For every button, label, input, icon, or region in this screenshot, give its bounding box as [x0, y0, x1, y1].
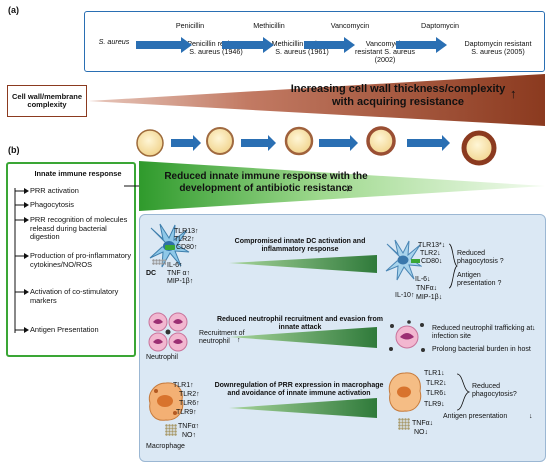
timeline-strain-2: Methicillin resistant S. aureus (1961): [271, 39, 333, 56]
neutrophil-cluster-icon: [148, 312, 188, 352]
timeline-arrow-3: [304, 37, 355, 53]
dc-il10: IL-10↑: [395, 292, 415, 299]
innate-item: Activation of co-stimulatory markers: [30, 287, 119, 305]
macrophage-marker: TLR9↑: [176, 409, 197, 416]
timeline-drug-1: Penicillin: [175, 21, 205, 30]
innate-item: PRR recognition of molecules releasd dur…: [30, 215, 128, 242]
innate-response-box: Innate immune response PRR activation Ph…: [6, 162, 136, 357]
bacterium-4: [366, 126, 396, 156]
cytokine-dots-icon: [152, 259, 166, 265]
macrophage-icon: [148, 382, 184, 421]
macrophage-resistant-marker: TLR9↓: [424, 401, 445, 408]
dc-resistant-cytokine: MIP-1β↓: [416, 294, 443, 301]
dc-cytokine: MIP-1β↑: [167, 278, 194, 285]
dc-resistant-marker: TLR2↓: [420, 250, 441, 257]
timeline-strain-3: Vancomycin resistant S. aureus (2002): [355, 39, 415, 64]
neutrophil-note-trafficking: Reduced neutrophil trafficking at infect…: [432, 325, 533, 340]
neutrophil-note-burden: Prolong bacterial burden in host: [432, 346, 531, 353]
cell-wall-wedge-text: Increasing cell wall thickness/complexit…: [290, 83, 506, 108]
dc-resistant-cytokine: IL-6↓: [415, 276, 431, 283]
macrophage-note-phagocytosis: Reduced phagocytosis?: [472, 383, 517, 398]
dc-resistant-cytokine: TNFα↓: [416, 285, 438, 292]
dc-resistant-marker: CD80↓: [421, 258, 443, 265]
bacteria-arrow-3: [319, 135, 358, 151]
dc-marker: CD80↑: [176, 244, 198, 251]
dc-label: DC: [146, 270, 157, 277]
dc-cytokine: TNF α↑: [167, 270, 191, 277]
antigen-down-icon: ↓: [529, 413, 533, 420]
bacteria-arrow-4: [407, 135, 450, 151]
macrophage-brace: [456, 373, 471, 411]
macrophage-marker: TLR2↑: [179, 391, 200, 398]
dc-brace: [448, 243, 458, 289]
macrophage-row-title: Downregulation of PRR expression in macr…: [214, 382, 384, 397]
innate-item: Phagocytosis: [30, 200, 74, 209]
timeline-drug-4: Daptomycin: [421, 21, 459, 30]
timeline-drug-3: Vancomycin: [330, 21, 370, 30]
macrophage-cytokine: TNFα↑: [178, 423, 200, 430]
cytokine-dots-icon: [165, 424, 177, 436]
timeline-strain-1: Penicillin resistant S. aureus (1946): [187, 39, 245, 56]
dc-cytokine: IL-6↑: [167, 262, 183, 269]
decrease-arrow-icon: ↓: [345, 182, 351, 194]
dc-marker: TLR2↑: [174, 236, 195, 243]
dc-note-phagocytosis: Reduced phagocytosis ?: [457, 250, 504, 265]
macrophage-resistant-icon: [388, 372, 422, 412]
receptor-icon: [411, 259, 420, 263]
timeline-arrows: [136, 37, 447, 53]
cell-wall-label: Cell wall/membrane complexity: [7, 85, 87, 117]
innate-wedge-text: Reduced innate immune response with the …: [164, 171, 368, 194]
innate-item: PRR activation: [30, 186, 79, 195]
dc-marker: TLR13↑: [174, 228, 199, 235]
timeline-arrow-4: [396, 37, 447, 53]
bacteria-arrow-2: [241, 135, 276, 151]
timeline-arrow-1: [136, 37, 192, 53]
macrophage-label: Macrophage: [146, 443, 185, 450]
macrophage-note-antigen: Antigen presentation: [443, 413, 508, 420]
bacterium-3: [284, 126, 314, 156]
innate-bracket: [14, 188, 29, 333]
dc-note-antigen: Antigen presentation ?: [457, 272, 502, 287]
macrophage-resistant-marker: TLR6↓: [426, 390, 447, 397]
neutrophil-row-title: Reduced neutrophil recruitment and evasi…: [216, 316, 384, 331]
innate-title: Innate immune response: [34, 169, 122, 178]
innate-wedge: [124, 161, 545, 211]
macrophage-resistant-cytokine: TNFα↓: [412, 420, 434, 427]
timeline-box: [84, 11, 545, 72]
timeline-start-label: S. aureus: [98, 37, 130, 46]
dc-row-title: Compromised innate DC activation and inf…: [234, 238, 366, 253]
dc-resistant-marker: TLR13*↓: [418, 242, 446, 249]
macrophage-marker: TLR1↑: [173, 382, 194, 389]
cytokine-dots-icon: [398, 418, 410, 430]
bacterium-1: [136, 129, 164, 157]
timeline-strain-4: Daptomycin resistant S. aureus (2005): [464, 39, 532, 56]
neutrophil-resistant-icon: [389, 320, 425, 352]
bacterium-5: [461, 130, 497, 166]
receptor-icon: [165, 245, 175, 250]
bacteria-progression: [136, 126, 497, 166]
panel-a-label: (a): [8, 5, 19, 15]
macrophage-resistant-marker: TLR1↓: [424, 370, 445, 377]
innate-item: Antigen Presentation: [30, 325, 99, 334]
innate-item: Production of pro-inflammatory cytokines…: [30, 251, 132, 269]
macrophage-resistant-cytokine: NO↓: [414, 429, 428, 436]
recruitment-up-icon: ↑: [237, 337, 241, 344]
neutrophil-label: Neutrophil: [146, 354, 178, 361]
neutrophil-recruitment: Recruitment of neutrophil: [199, 330, 245, 345]
macrophage-cytokine: NO↑: [182, 432, 196, 439]
macrophage-resistant-marker: TLR2↓: [426, 380, 447, 387]
timeline-arrow-2: [222, 37, 274, 53]
macrophage-marker: TLR6↑: [179, 400, 200, 407]
increase-arrow-icon: ↑: [510, 86, 517, 101]
bacterium-2: [206, 127, 234, 155]
bacteria-arrow-1: [171, 135, 201, 151]
timeline-drug-2: Methicillin: [253, 21, 285, 30]
trafficking-down-icon: ↓: [532, 325, 536, 332]
panel-b-label: (b): [8, 145, 20, 155]
cell-wall-wedge: [88, 74, 545, 126]
